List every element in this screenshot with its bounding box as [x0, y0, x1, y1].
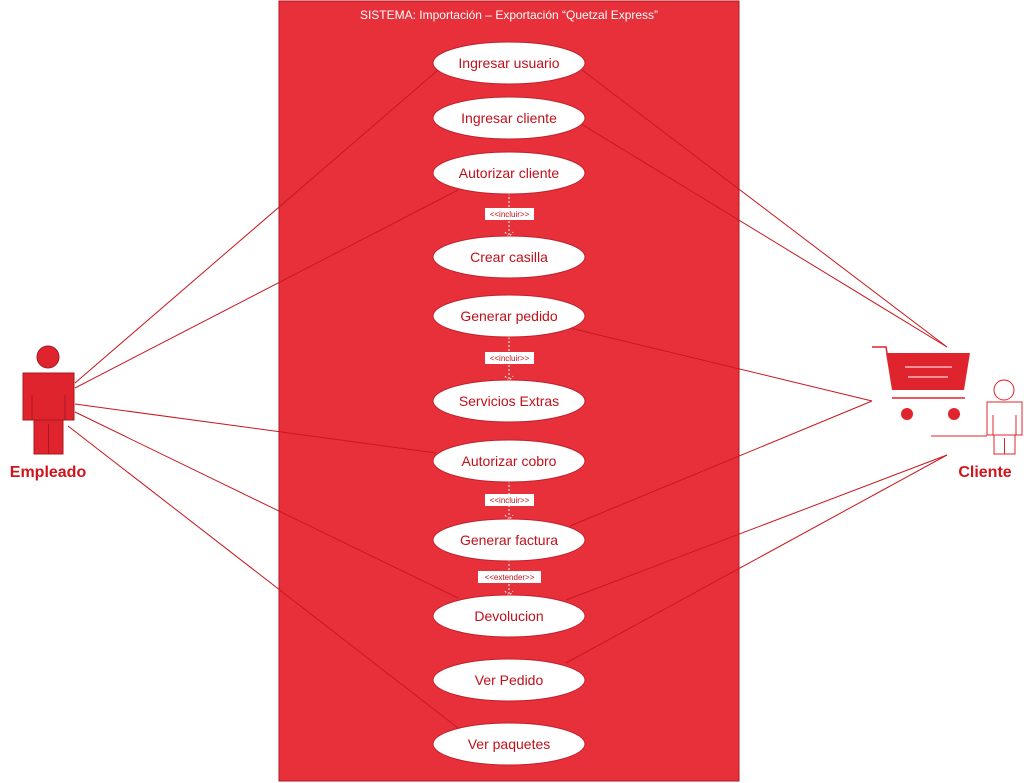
use-case-ellipse[interactable] [432, 41, 586, 85]
use-case-ellipse[interactable] [432, 594, 586, 638]
use-case[interactable]: Crear casilla [432, 235, 586, 279]
use-case[interactable]: Ingresar cliente [432, 96, 586, 140]
use-case[interactable]: Devolucion [432, 594, 586, 638]
use-case-ellipse[interactable] [432, 294, 586, 338]
use-case-label: Ingresar usuario [458, 55, 559, 71]
employee-associations [67, 69, 459, 729]
use-case-label: Ver Pedido [475, 672, 544, 688]
relation-label-box [485, 352, 534, 364]
relation-labels: <<incluir>> <<incluir>> <<incluir>> <<ex… [478, 208, 541, 583]
use-case[interactable]: Autorizar cliente [432, 151, 586, 195]
use-case-label: Servicios Extras [459, 393, 559, 409]
use-case-label: Crear casilla [470, 249, 548, 265]
use-case[interactable]: Servicios Extras [432, 379, 586, 423]
use-case[interactable]: Ver Pedido [432, 658, 586, 702]
assoc-employee-devolucion [74, 411, 459, 599]
use-case-ellipse[interactable] [432, 439, 586, 483]
use-case-label: Autorizar cliente [459, 165, 560, 181]
relation-label-box [485, 208, 534, 220]
client-label: Cliente [958, 464, 1011, 481]
client-associations [565, 69, 948, 664]
relation-label-incluir: <<incluir>> [490, 496, 530, 505]
use-case[interactable]: Generar pedido [432, 294, 586, 338]
relation-label-extender: <<extender>> [485, 573, 535, 582]
client-actor[interactable]: Cliente [872, 346, 1023, 481]
employee-actor[interactable]: Empleado [10, 345, 87, 481]
use-case[interactable]: Ver paquetes [432, 722, 586, 766]
assoc-client-generar-pedido [569, 327, 873, 402]
use-case[interactable]: Autorizar cobro [432, 439, 586, 483]
use-case-label: Autorizar cobro [462, 453, 557, 469]
relation-label-box [478, 571, 541, 583]
use-case-label: Ver paquetes [468, 736, 551, 752]
shopping-cart-icon [872, 346, 970, 420]
assoc-client-ingresar-usuario [581, 69, 948, 348]
client-person-icon [931, 379, 1023, 455]
employee-label: Empleado [10, 464, 87, 481]
relation-label-incluir: <<incluir>> [490, 210, 530, 219]
use-case[interactable]: Generar factura [432, 518, 586, 562]
use-case-ellipse[interactable] [432, 722, 586, 766]
assoc-employee-autorizar-cobro [74, 403, 437, 454]
use-case-label: Ingresar cliente [461, 110, 557, 126]
assoc-client-ingresar-cliente [577, 121, 948, 348]
use-case-ellipse[interactable] [432, 379, 586, 423]
assoc-client-devolucion [565, 454, 948, 601]
assoc-employee-ver-paquetes [67, 425, 459, 729]
employee-person-icon [22, 345, 75, 455]
assoc-employee-ingresar-usuario [74, 69, 439, 384]
use-case-ellipse[interactable] [432, 235, 586, 279]
assoc-client-ver-pedido [565, 454, 948, 664]
use-case-label: Devolucion [474, 608, 543, 624]
relation-label-incluir: <<incluir>> [490, 354, 530, 363]
use-case-label: Generar factura [460, 532, 558, 548]
use-case-ellipse[interactable] [432, 518, 586, 562]
use-case-ellipse[interactable] [432, 658, 586, 702]
use-case-ellipse[interactable] [432, 96, 586, 140]
relation-label-box [485, 494, 534, 506]
assoc-employee-autorizar-cliente [74, 189, 459, 389]
system-title: SISTEMA: Importación – Exportación “Quet… [360, 8, 658, 22]
assoc-client-generar-factura [569, 400, 873, 527]
use-case-ellipse[interactable] [432, 151, 586, 195]
use-case[interactable]: Ingresar usuario [432, 41, 586, 85]
use-case-label: Generar pedido [460, 308, 558, 324]
